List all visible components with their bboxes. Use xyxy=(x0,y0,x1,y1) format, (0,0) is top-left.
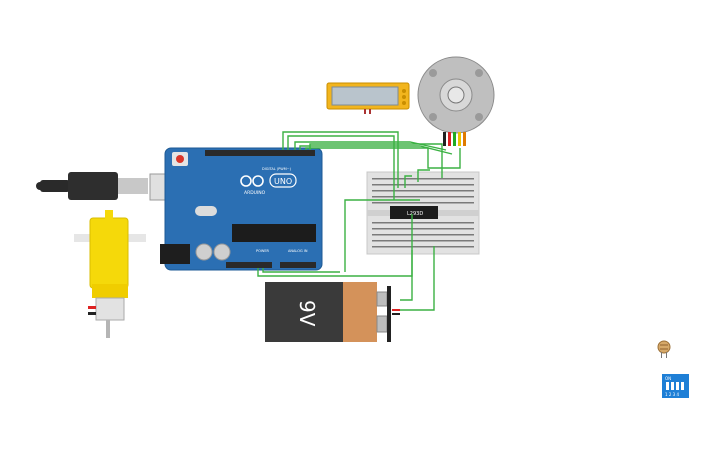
wire-5 xyxy=(305,147,461,169)
dip-switch-numbers: 1 2 3 4 xyxy=(665,392,679,397)
breadboard[interactable]: L293D xyxy=(366,171,480,255)
dip-switch[interactable]: ON 1 2 3 4 xyxy=(662,374,689,398)
digital-pins-label: DIGITAL (PWM~) xyxy=(262,167,292,171)
photoresistor[interactable] xyxy=(657,340,671,358)
arduino-uno-board[interactable]: ARDUINO UNO DIGITAL (PWM~) POWER ANALOG … xyxy=(160,147,323,271)
dc-gear-motor[interactable] xyxy=(74,210,146,338)
wires[interactable] xyxy=(257,131,461,311)
l293d-chip[interactable] xyxy=(390,206,438,219)
nine-volt-battery[interactable]: 9V xyxy=(265,282,400,342)
dip-switch-on-label: ON xyxy=(665,376,671,381)
analog-pins-label: ANALOG IN xyxy=(288,249,308,253)
arduino-brand-text: ARDUINO xyxy=(244,190,266,196)
l293d-chip-label: L293D xyxy=(407,211,423,217)
wire-10 xyxy=(257,214,413,277)
wire-3 xyxy=(294,141,447,151)
arduino-logo-icon xyxy=(240,175,264,187)
battery-voltage-label: 9V xyxy=(295,300,319,327)
wire-6 xyxy=(309,143,443,178)
wire-13 xyxy=(400,246,435,311)
lcd-display-module[interactable] xyxy=(326,82,410,114)
wire-11 xyxy=(262,268,340,273)
power-pins-label: POWER xyxy=(256,249,270,253)
arduino-model-text: UNO xyxy=(274,177,292,186)
breadboard-holes xyxy=(372,178,474,248)
wire-4 xyxy=(299,145,453,155)
wire-7 xyxy=(404,175,412,188)
wire-12 xyxy=(400,250,413,301)
reset-button[interactable] xyxy=(176,155,184,163)
wire-9 xyxy=(344,199,420,272)
wire-1 xyxy=(282,131,399,188)
wire-2 xyxy=(287,135,395,200)
stepper-motor[interactable] xyxy=(417,56,495,146)
wire-8 xyxy=(417,169,430,182)
